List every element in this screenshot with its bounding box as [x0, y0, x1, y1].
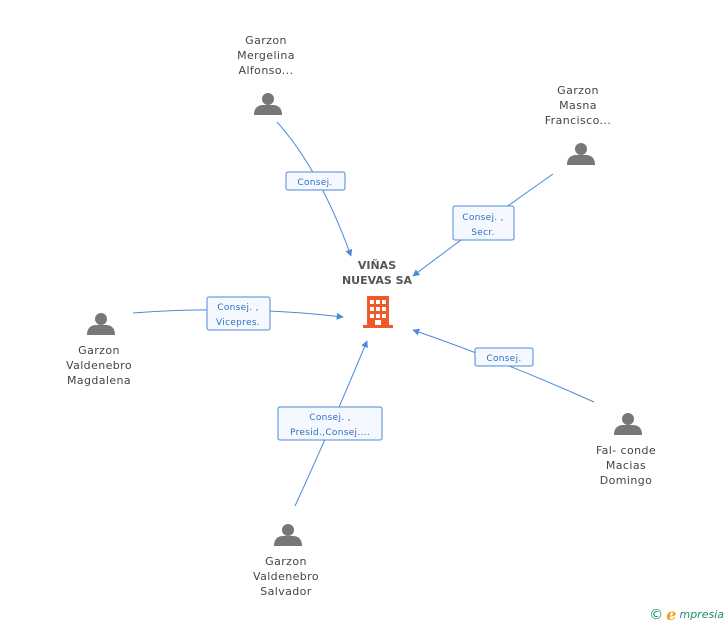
person-name-line: Mergelina [237, 49, 295, 62]
person-node-p5[interactable]: Garzon Valdenebro Salvador [253, 524, 319, 598]
company-node[interactable]: VIÑAS NUEVAS SA [342, 259, 413, 328]
person-icon [567, 143, 595, 165]
company-name-line: VIÑAS [358, 259, 396, 272]
role-label: Secr. [471, 228, 494, 238]
person-icon [614, 413, 642, 435]
role-badge-p2[interactable]: Consej. , Secr. [452, 205, 515, 241]
person-name-line: Francisco... [545, 114, 611, 127]
person-name-line: Macias [606, 459, 646, 472]
person-icon [87, 313, 115, 335]
role-badge-p1[interactable]: Consej. [285, 171, 346, 191]
copyright-icon: © [649, 606, 664, 623]
person-name-line: Garzon [245, 34, 287, 47]
role-label: Presid.,Consej.... [290, 428, 370, 438]
person-name-line: Domingo [600, 474, 652, 487]
person-icon [254, 93, 282, 115]
person-name-line: Magdalena [67, 374, 131, 387]
person-node-p1[interactable]: Garzon Mergelina Alfonso... [237, 34, 295, 115]
role-badge-p3[interactable]: Consej. , Vicepres. [206, 296, 271, 331]
role-label: Consej. , [309, 413, 351, 423]
person-name-line: Garzon [265, 555, 307, 568]
role-badge-p5[interactable]: Consej. , Presid.,Consej.... [277, 406, 383, 441]
person-node-p3[interactable]: Garzon Valdenebro Magdalena [66, 313, 132, 387]
role-label: Vicepres. [216, 318, 260, 328]
role-badge-p4[interactable]: Consej. [474, 347, 534, 367]
role-label: Consej. [297, 178, 332, 188]
person-icon [274, 524, 302, 546]
role-label: Consej. , [217, 303, 259, 313]
person-node-p2[interactable]: Garzon Masna Francisco... [545, 84, 611, 165]
person-name-line: Garzon [557, 84, 599, 97]
person-name-line: Valdenebro [253, 570, 319, 583]
person-name-line: Masna [559, 99, 597, 112]
person-name-line: Valdenebro [66, 359, 132, 372]
logo-letter: e [666, 605, 677, 624]
role-label: Consej. [486, 354, 521, 364]
person-name-line: Alfonso... [239, 64, 294, 77]
role-label: Consej. , [462, 213, 504, 223]
person-name-line: Fal- conde [596, 444, 656, 457]
edges [132, 121, 595, 507]
person-name-line: Garzon [78, 344, 120, 357]
building-icon [363, 296, 393, 328]
company-name-line: NUEVAS SA [342, 274, 413, 287]
logo-text: mpresia [679, 608, 724, 621]
person-name-line: Salvador [260, 585, 312, 598]
person-node-p4[interactable]: Fal- conde Macias Domingo [596, 413, 656, 487]
